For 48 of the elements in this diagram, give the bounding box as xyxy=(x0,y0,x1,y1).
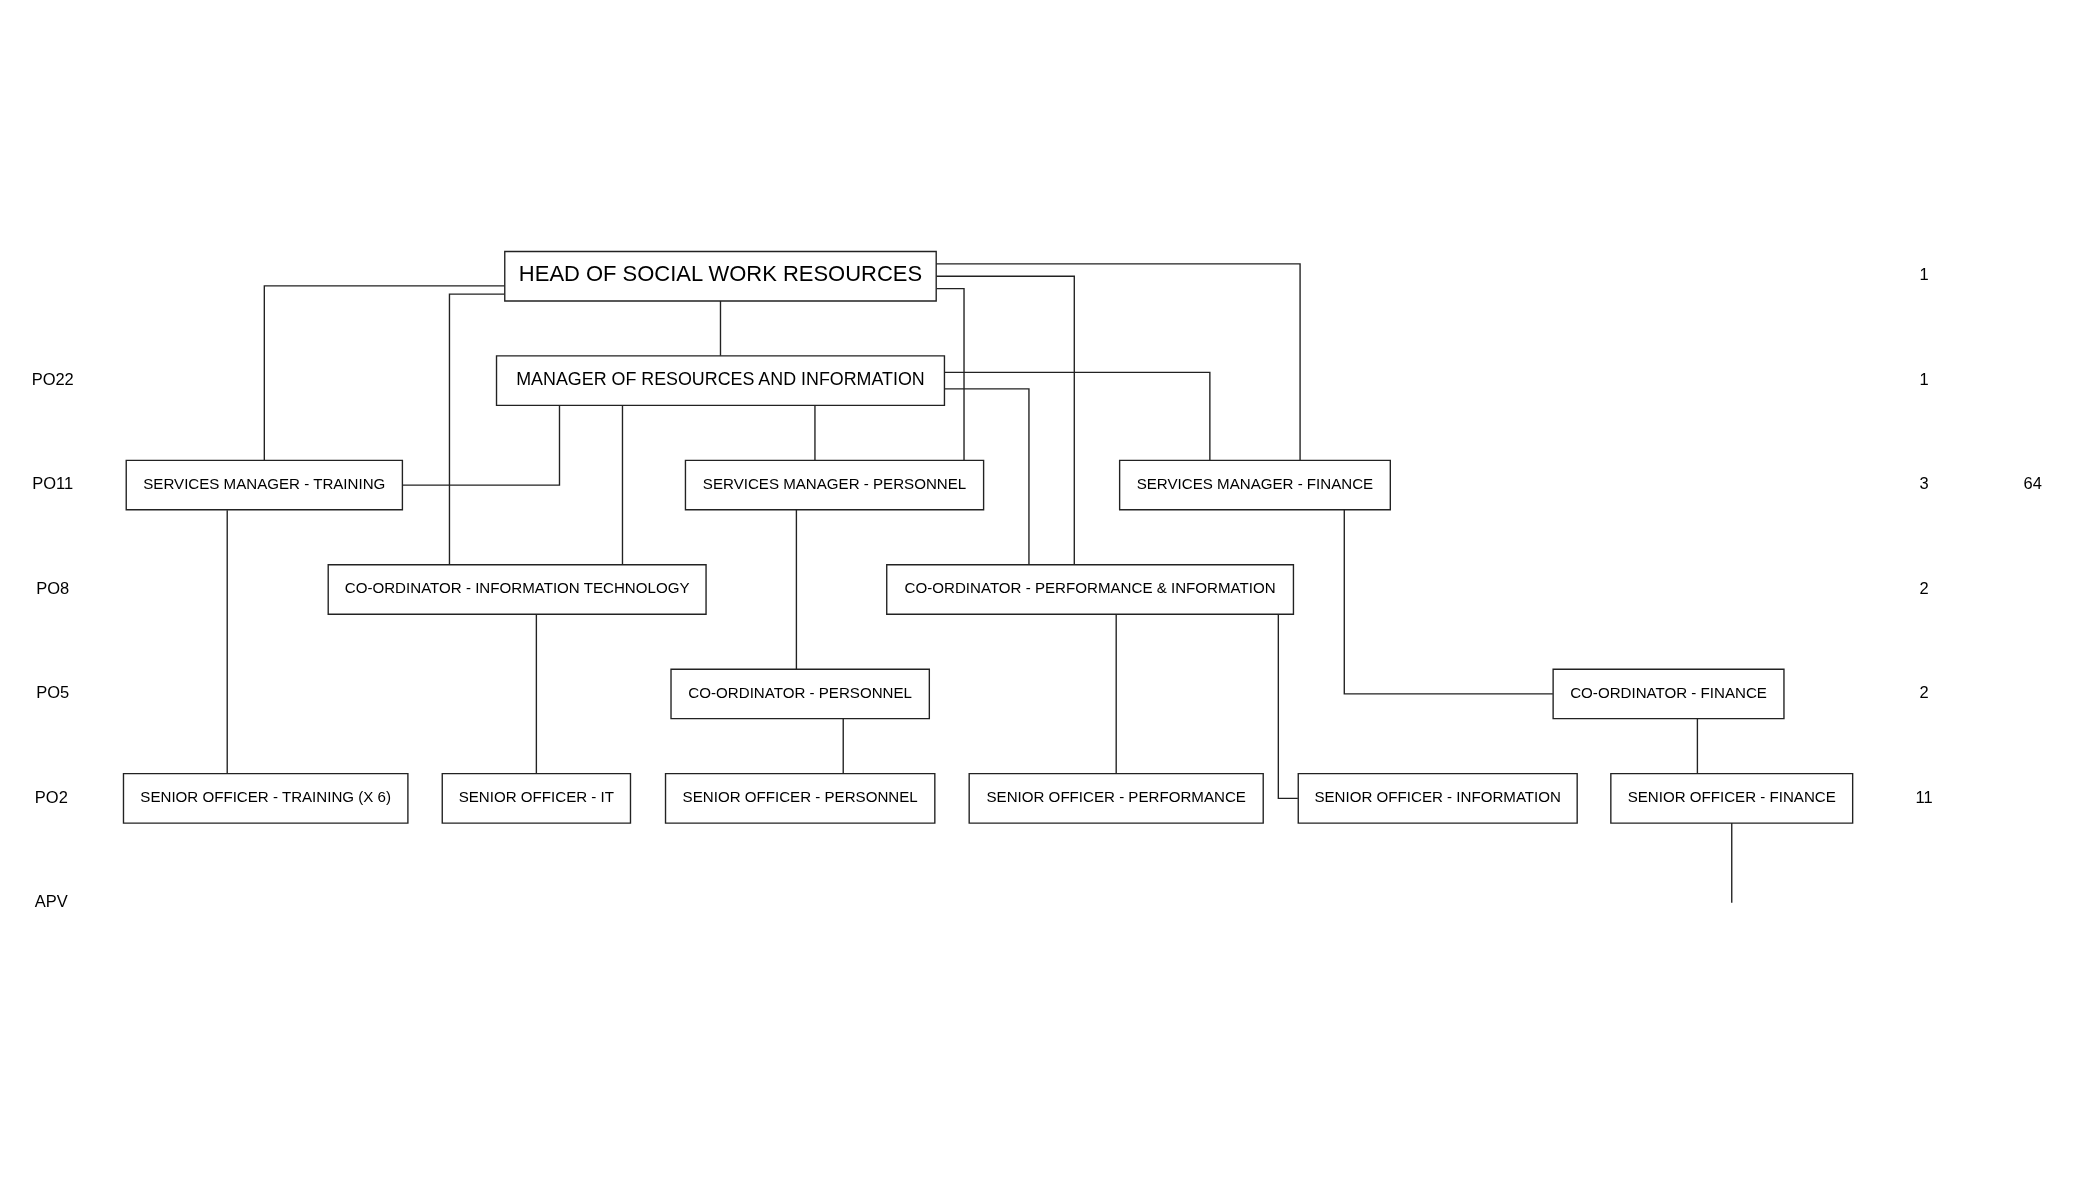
connector xyxy=(935,287,965,461)
node-box: SERVICES MANAGER - FINANCE xyxy=(1118,459,1391,511)
connector xyxy=(842,718,844,775)
connector xyxy=(1731,822,1733,904)
label: PO22 xyxy=(31,369,74,388)
label: PO11 xyxy=(32,474,74,493)
label: 1 xyxy=(1919,369,1929,388)
node-box: HEAD OF SOCIAL WORK RESOURCES xyxy=(504,250,937,302)
node-box: MANAGER OF RESOURCES AND INFORMATION xyxy=(495,355,946,407)
connector xyxy=(1696,718,1699,775)
connector xyxy=(448,293,505,565)
label: 3 xyxy=(1919,474,1929,493)
label: 2 xyxy=(1919,578,1929,597)
label: 64 xyxy=(2023,474,2042,493)
node-box: SERVICES MANAGER - PERSONNEL xyxy=(684,459,985,511)
label: 1 xyxy=(1919,265,1929,284)
node-box: CO-ORDINATOR - PERSONNEL xyxy=(670,668,930,720)
label: 2 xyxy=(1919,683,1929,702)
connector xyxy=(402,404,561,486)
node-box: SENIOR OFFICER - PERSONNEL xyxy=(664,772,936,824)
connector xyxy=(935,275,1075,566)
connector xyxy=(943,388,1030,566)
connector xyxy=(719,300,722,357)
node-box: SENIOR OFFICER - TRAINING (X 6) xyxy=(122,772,409,824)
label: 11 xyxy=(1915,787,1933,806)
connector xyxy=(944,371,1211,461)
connector xyxy=(535,613,538,775)
connector xyxy=(226,509,228,775)
node-box: CO-ORDINATOR - FINANCE xyxy=(1552,668,1785,720)
connector xyxy=(263,285,506,461)
connector xyxy=(795,509,798,670)
node-box: CO-ORDINATOR - INFORMATION TECHNOLOGY xyxy=(327,564,707,615)
label: PO2 xyxy=(34,787,68,806)
node-box: SENIOR OFFICER - IT xyxy=(441,772,632,824)
connector xyxy=(621,404,624,566)
node-box: SENIOR OFFICER - INFORMATION xyxy=(1297,772,1578,824)
connector xyxy=(1115,613,1117,775)
node-box: SENIOR OFFICER - FINANCE xyxy=(1610,772,1854,824)
node-box: SERVICES MANAGER - TRAINING xyxy=(125,459,404,511)
connector xyxy=(1343,509,1554,695)
label: PO8 xyxy=(36,578,70,597)
node-box: CO-ORDINATOR - PERFORMANCE & INFORMATION xyxy=(886,564,1295,615)
label: PO5 xyxy=(36,683,70,702)
connector xyxy=(814,404,816,461)
node-box: SENIOR OFFICER - PERFORMANCE xyxy=(968,772,1264,824)
connector xyxy=(1277,613,1299,800)
connector xyxy=(935,263,1301,461)
label: APV xyxy=(34,892,68,911)
